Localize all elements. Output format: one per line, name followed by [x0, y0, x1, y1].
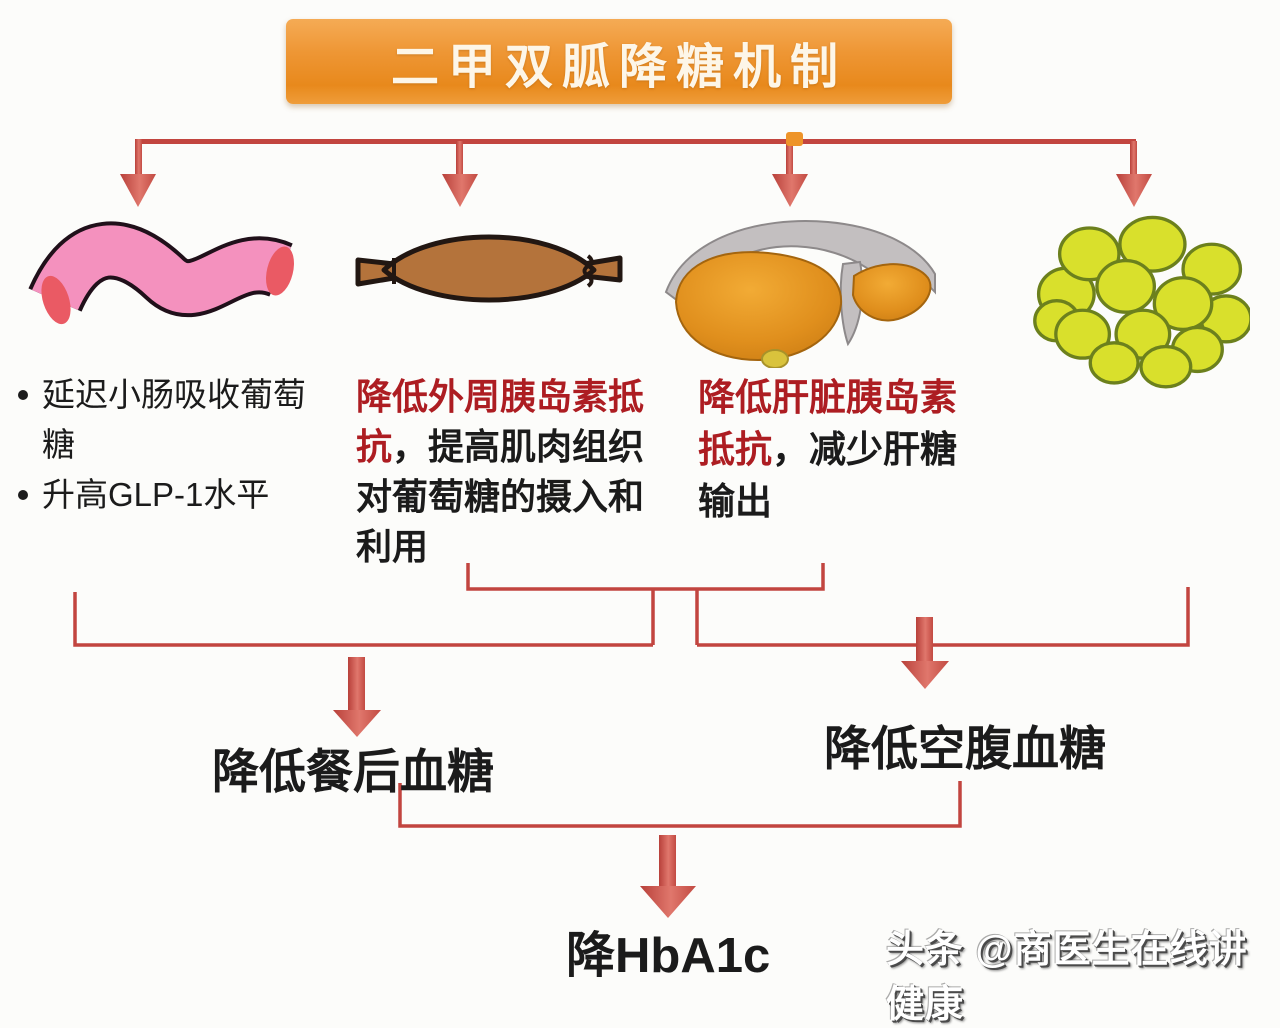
muscle-note: 降低外周胰岛素抵抗，提高肌肉组织对葡萄糖的摄入和利用 [356, 372, 658, 572]
intestine-notes: 延迟小肠吸收葡萄糖 升高GLP-1水平 [10, 370, 320, 520]
muscle-note-emphasis: 降低外周胰岛素抵抗 [356, 376, 645, 467]
connector-layer [73, 132, 1190, 918]
intestine-bullet-2: 升高GLP-1水平 [42, 476, 270, 513]
outcome-postprandial-label: 降低餐后血糖 [212, 745, 494, 798]
bullet-icon [18, 390, 28, 400]
list-item: 延迟小肠吸收葡萄糖 [10, 370, 320, 470]
outcome-arrows [333, 617, 949, 918]
grouping-brackets [73, 563, 1190, 828]
muscle-icon [355, 234, 623, 303]
intestine-icon [28, 221, 294, 325]
muscle-note-rest: ，提高肌肉组织对葡萄糖的摄入和利用 [356, 426, 645, 567]
junction-dot [786, 132, 803, 146]
list-item: 升高GLP-1水平 [10, 470, 320, 520]
outcome-fasting-label: 降低空腹血糖 [824, 722, 1106, 775]
outcome-hba1c-label: 降HbA1c [566, 929, 771, 983]
title-banner: 二甲双胍降糖机制 [286, 19, 952, 104]
page-title: 二甲双胍降糖机制 [390, 40, 847, 94]
intestine-bullet-1: 延迟小肠吸收葡萄糖 [42, 376, 306, 463]
gallbladder [761, 349, 789, 368]
liver-note-emphasis: 降低肝脏胰岛素抵抗 [698, 377, 957, 470]
fat-cells-icon [1033, 215, 1250, 389]
watermark: 头条 @商医生在线讲健康 [886, 929, 1248, 1026]
liver-note-rest: ，减少肝糖输出 [698, 429, 957, 522]
bullet-icon [18, 490, 28, 500]
branch-tree [120, 132, 1152, 207]
liver-note: 降低肝脏胰岛素抵抗，减少肝糖输出 [698, 372, 966, 528]
liver-icon [664, 220, 936, 368]
